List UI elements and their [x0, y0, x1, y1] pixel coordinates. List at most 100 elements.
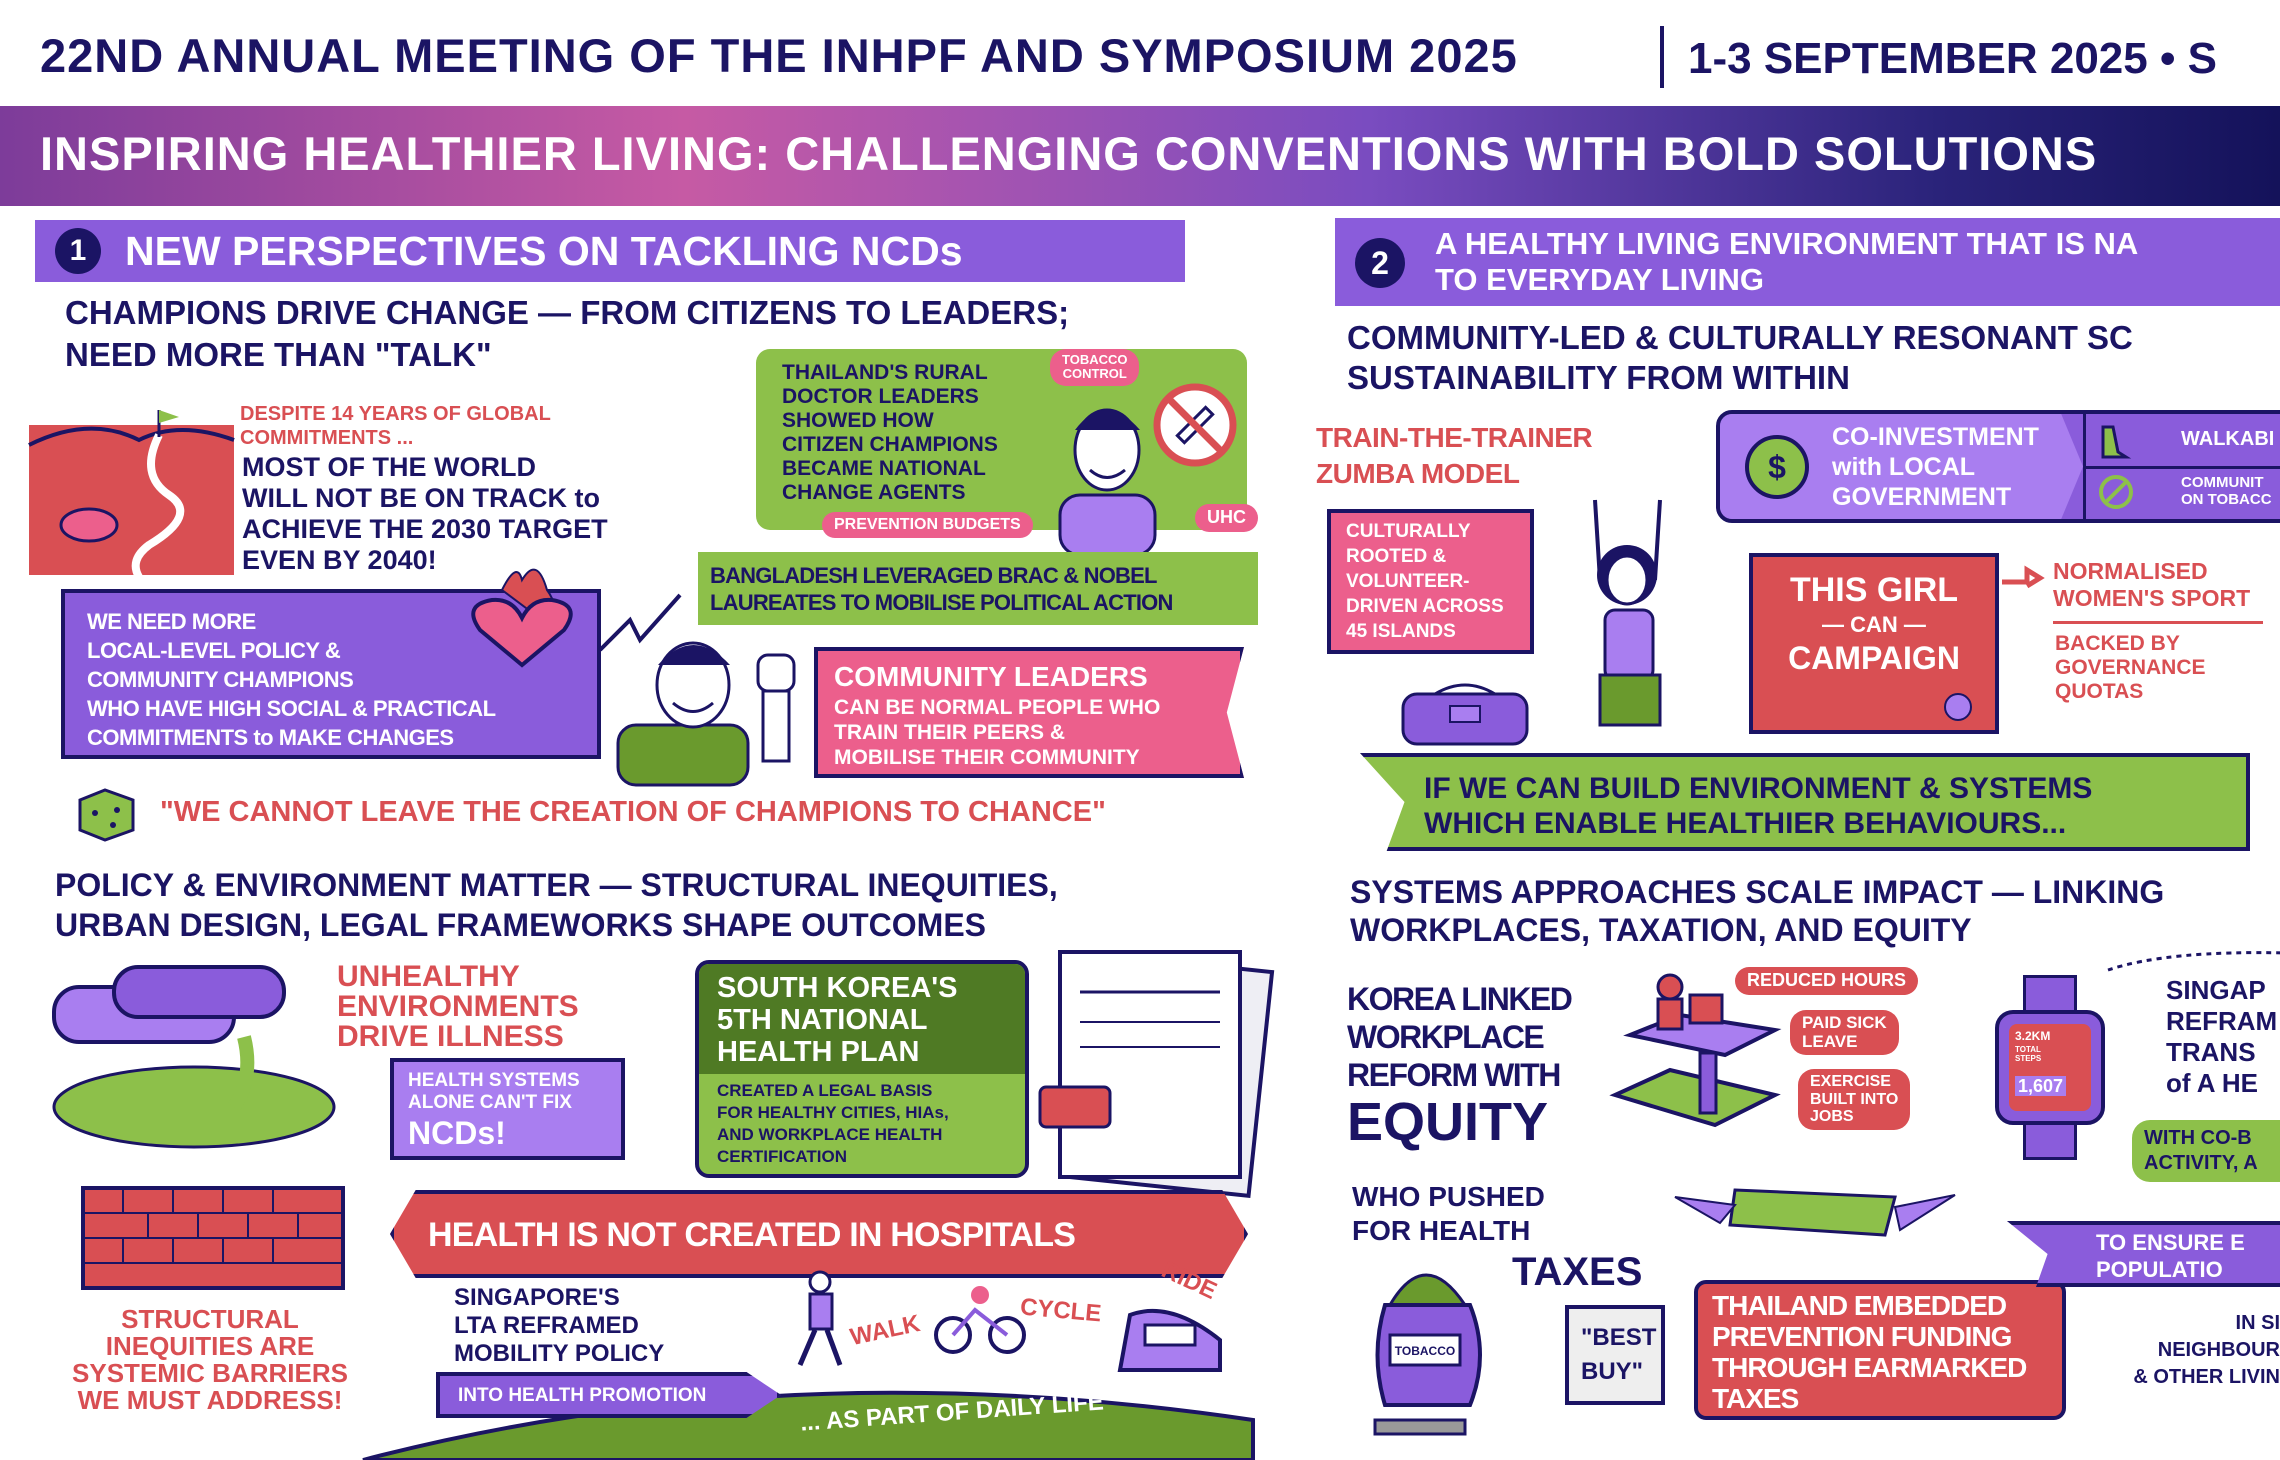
- svg-text:$: $: [1768, 449, 1786, 485]
- bicycle-icon: [934, 1286, 1026, 1354]
- section1-subhead-policy: POLICY & ENVIRONMENT MATTER — STRUCTURAL…: [55, 867, 1058, 943]
- legal-document-illustration: [1038, 950, 1275, 1199]
- basketball-icon: [1944, 693, 1972, 721]
- no-smoking-icon: [1153, 383, 1237, 467]
- doctor-leader-illustration: [1058, 408, 1157, 557]
- toxic-puddle: [52, 1065, 336, 1149]
- ncds-text: NCDs!: [408, 1115, 506, 1151]
- singapore-lta-text: SINGAPORE'S LTA REFRAMED MOBILITY POLICY: [454, 1284, 665, 1367]
- champions-quote: "WE CANNOT LEAVE THE CREATION OF CHAMPIO…: [160, 796, 1106, 828]
- header: 22ND ANNUAL MEETING OF THE INHPF AND SYM…: [0, 0, 2280, 106]
- south-korea-box: SOUTH KOREA'S 5TH NATIONAL HEALTH PLAN C…: [695, 960, 1029, 1178]
- smartwatch-illustration: 3.2KM TOTAL STEPS 1,607: [1995, 975, 2105, 1160]
- community-leaders-text: CAN BE NORMAL PEOPLE WHO TRAIN THEIR PEE…: [834, 696, 1161, 769]
- brick-wall-illustration: [81, 1186, 345, 1290]
- sneaker-icon: [2101, 425, 2132, 459]
- tag-tobacco-control: TOBACCO CONTROL: [1050, 349, 1140, 386]
- hospitals-banner: HEALTH IS NOT CREATED IN HOSPITALS: [390, 1190, 1248, 1278]
- event-title: 22ND ANNUAL MEETING OF THE INHPF AND SYM…: [40, 29, 1518, 82]
- stamp-icon: [1038, 1085, 1112, 1129]
- green-hill: [362, 1390, 1255, 1460]
- coinvestment-banner: $ CO-INVESTMENT with LOCAL GOVERNMENT WA…: [1716, 410, 2280, 523]
- dotted-arrow: [2107, 951, 2280, 972]
- hospitals-text: HEALTH IS NOT CREATED IN HOSPITALS: [428, 1216, 1076, 1254]
- who-pushed-text: WHO PUSHED FOR HEALTH: [1352, 1181, 1545, 1246]
- singapore-transport-text: SINGAP REFRAM TRANS of A HE: [2166, 975, 2278, 1098]
- dollar-coin-icon: $: [1745, 435, 1809, 499]
- theme-text: INSPIRING HEALTHIER LIVING: CHALLENGING …: [40, 127, 2098, 180]
- thailand-doctors-box: THAILAND'S RURAL DOCTOR LEADERS SHOWED H…: [756, 349, 1247, 530]
- health-promotion-text: INTO HEALTH PROMOTION: [458, 1385, 707, 1406]
- watch-steps-label: TOTAL STEPS: [2015, 1045, 2042, 1063]
- burning-heart-icon: [471, 568, 573, 668]
- walking-person-icon: [797, 1270, 843, 1366]
- if-we-can-banner: IF WE CAN BUILD ENVIRONMENT & SYSTEMS WH…: [1360, 753, 2250, 851]
- normalised-sport-text: NORMALISED WOMEN'S SPORT: [2053, 558, 2251, 611]
- neighbourhood-text: IN SI NEIGHBOUR & OTHER LIVIN: [2133, 1312, 2280, 1388]
- header-divider: [1660, 26, 1664, 88]
- thailand-taxes-box: [1694, 1280, 2066, 1420]
- can-text: — CAN —: [1822, 612, 1926, 637]
- winged-money-icon: [1674, 1188, 1956, 1237]
- zumba-model-text: TRAIN-THE-TRAINER ZUMBA MODEL: [1316, 422, 1593, 489]
- coinvestment-divider-horizontal: [2086, 466, 2280, 469]
- this-girl-can-box: THIS GIRL — CAN — CAMPAIGN: [1749, 553, 1999, 734]
- watch-face: 3.2KM TOTAL STEPS 1,607: [1995, 1010, 2105, 1125]
- walkable-text: WALKABI: [2181, 428, 2275, 450]
- boombox-icon: [1401, 683, 1529, 746]
- red-divider: [2053, 621, 2263, 624]
- if-we-can-text: IF WE CAN BUILD ENVIRONMENT & SYSTEMS WH…: [1424, 772, 2093, 840]
- laptop-icon: [1688, 993, 1724, 1025]
- south-korea-title: SOUTH KOREA'S 5TH NATIONAL HEALTH PLAN: [717, 972, 958, 1068]
- arrow-right-icon: [2002, 565, 2045, 589]
- unhealthy-environments-text: UNHEALTHY ENVIRONMENTS DRIVE ILLNESS: [337, 960, 579, 1053]
- community-leaders-box: COMMUNITY LEADERS CAN BE NORMAL PEOPLE W…: [814, 647, 1244, 778]
- we-need-more-text: WE NEED MORE LOCAL-LEVEL POLICY & COMMUN…: [87, 609, 496, 750]
- pill-exercise-jobs: EXERCISE BUILT INTO JOBS: [1798, 1069, 1911, 1130]
- raised-fist-icon: [756, 653, 796, 693]
- tobacco-bag-label: TOBACCO: [1395, 1344, 1455, 1358]
- section2-header: 2 A HEALTHY LIVING ENVIRONMENT THAT IS N…: [1335, 218, 2280, 306]
- section2-title: A HEALTHY LIVING ENVIRONMENT THAT IS NA …: [1435, 226, 2139, 297]
- south-korea-title-band: [699, 964, 1025, 1074]
- watch-screen: 3.2KM TOTAL STEPS 1,607: [2009, 1024, 2091, 1111]
- structural-inequities-text: STRUCTURAL INEQUITIES ARE SYSTEMIC BARRI…: [72, 1304, 348, 1415]
- co-benefit-pill: WITH CO-B ACTIVITY, A: [2132, 1120, 2280, 1182]
- thailand-taxes-text: THAILAND EMBEDDED PREVENTION FUNDING THR…: [1712, 1290, 2027, 1414]
- flag-icon: [159, 410, 179, 423]
- train-icon: [1117, 1308, 1222, 1372]
- despite-text: DESPITE 14 YEARS OF GLOBAL COMMITMENTS .…: [240, 403, 551, 449]
- health-systems-text: HEALTH SYSTEMS ALONE CAN'T FIX: [408, 1070, 580, 1113]
- desert-road-illustration: [28, 410, 235, 580]
- section2-subhead-systems: SYSTEMS APPROACHES SCALE IMPACT — LINKIN…: [1350, 874, 2165, 948]
- most-world-text: MOST OF THE WORLD WILL NOT BE ON TRACK t…: [242, 452, 608, 575]
- cycle-label: CYCLE: [1019, 1293, 1103, 1328]
- community-leaders-title: COMMUNITY LEADERS: [834, 661, 1148, 692]
- section1-number-badge: 1: [55, 228, 101, 274]
- bangladesh-text: BANGLADESH LEVERAGED BRAC & NOBEL LAUREA…: [710, 563, 1173, 615]
- section1-subhead-champions: CHAMPIONS DRIVE CHANGE — FROM CITIZENS T…: [65, 294, 1070, 373]
- thailand-doctors-text: THAILAND'S RURAL DOCTOR LEADERS SHOWED H…: [782, 361, 998, 504]
- community-leader-illustration: [616, 641, 796, 787]
- section1-header: 1 NEW PERSPECTIVES ON TACKLING NCDs: [35, 220, 1185, 282]
- health-promotion-arrow: INTO HEALTH PROMOTION: [436, 1372, 781, 1418]
- coinvestment-divider: [2083, 414, 2086, 519]
- event-date: 1-3 SEPTEMBER 2025 • S: [1688, 34, 2217, 83]
- equity-text: EQUITY: [1347, 1092, 1549, 1152]
- polluting-pipes-illustration: [52, 965, 336, 1149]
- dice-icon: [78, 788, 135, 842]
- ensure-banner: TO ENSURE E POPULATIO: [2007, 1221, 2280, 1287]
- coinvestment-text: CO-INVESTMENT with LOCAL GOVERNMENT: [1832, 423, 2039, 511]
- backed-quotas-text: BACKED BY GOVERNANCE QUOTAS: [2055, 632, 2206, 703]
- cigarette-icon: [1373, 1418, 1467, 1436]
- south-korea-body: CREATED A LEGAL BASIS FOR HEALTHY CITIES…: [717, 1081, 949, 1166]
- theme-banner: INSPIRING HEALTHIER LIVING: CHALLENGING …: [0, 106, 2280, 206]
- lightning-bolt-icon: [598, 593, 682, 652]
- best-buy-text: "BEST BUY": [1581, 1324, 1657, 1385]
- watch-steps-value: 1,607: [2015, 1076, 2067, 1097]
- section2-number-badge: 2: [1355, 238, 1405, 288]
- tag-uhc: UHC: [1195, 504, 1258, 532]
- skull-icon: [59, 507, 119, 543]
- watch-distance: 3.2KM: [2015, 1029, 2051, 1043]
- treadmill-desk-illustration: [1609, 973, 1782, 1128]
